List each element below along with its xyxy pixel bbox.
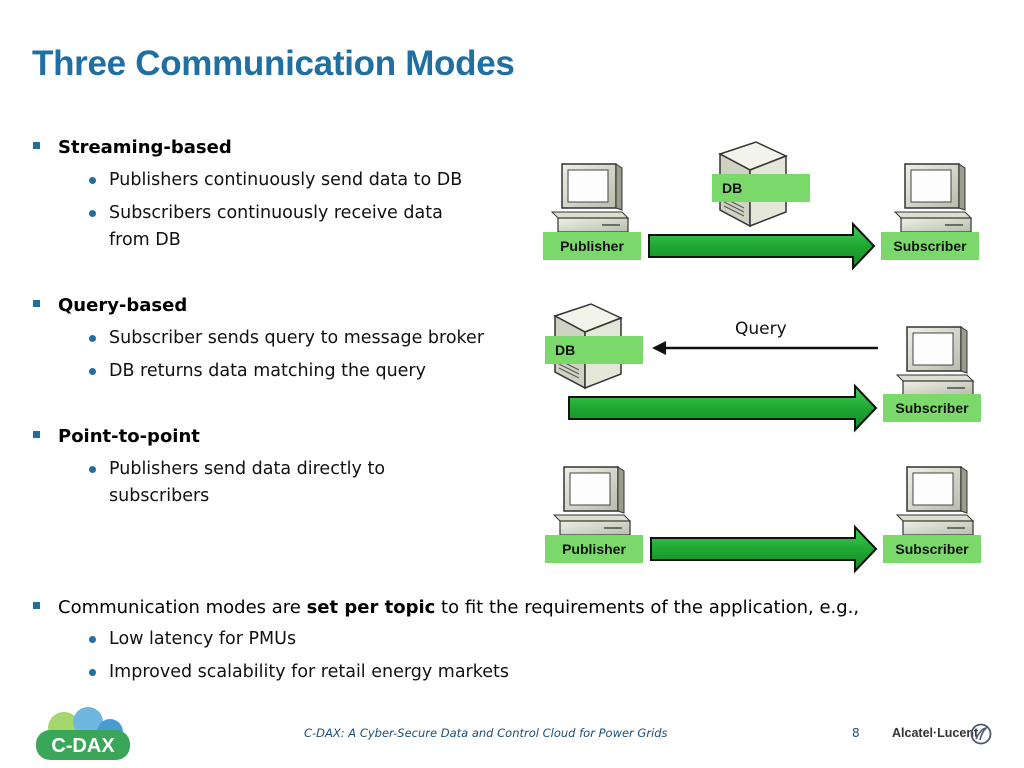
query-arrow (652, 341, 878, 355)
mode-heading-streaming: Streaming-based (58, 137, 232, 158)
page-number: 8 (852, 726, 860, 740)
cdax-logo: C-DAX (36, 707, 130, 760)
db-label: DB (545, 336, 643, 364)
summary-item: Low latency for PMUs (109, 629, 297, 649)
mode-item-continuation: subscribers (109, 486, 210, 506)
publisher-label: Publisher (545, 535, 643, 563)
mode-heading-p2p: Point-to-point (58, 426, 200, 447)
db-label: DB (712, 174, 810, 202)
mode-item: Subscriber sends query to message broker (109, 328, 485, 348)
data-flow-arrow (650, 524, 878, 574)
bullet-dot (89, 669, 96, 676)
summary-emphasis: set per topic (306, 597, 436, 618)
bullet-square (33, 142, 40, 149)
mode-item: Subscribers continuously receive data (109, 203, 443, 223)
mode-item: DB returns data matching the query (109, 361, 426, 381)
bullet-dot (89, 177, 96, 184)
data-flow-arrow (568, 383, 878, 433)
summary-text: to fit the requirements of the applicati… (435, 597, 860, 618)
bullet-square (33, 431, 40, 438)
bullet-dot (89, 335, 96, 342)
footer-caption: C-DAX: A Cyber-Secure Data and Control C… (304, 726, 668, 740)
bullet-dot (89, 210, 96, 217)
publisher-label: Publisher (543, 232, 641, 260)
bullet-square (33, 300, 40, 307)
data-flow-arrow (648, 221, 876, 271)
mode-item: Publishers send data directly to (109, 459, 386, 479)
logo-text: C-DAX (51, 735, 115, 757)
query-label: Query (735, 319, 787, 339)
bullet-dot (89, 636, 96, 643)
subscriber-label: Subscriber (883, 535, 981, 563)
slide-title: Three Communication Modes (32, 44, 515, 83)
bullet-dot (89, 466, 96, 473)
bullet-square (33, 602, 40, 609)
brand-text: Alcatel·Lucent (892, 726, 979, 740)
bullet-dot (89, 368, 96, 375)
summary-text: Communication modes are (58, 597, 307, 618)
mode-item-continuation: from DB (109, 230, 181, 250)
mode-heading-query: Query-based (58, 295, 188, 316)
summary-item: Improved scalability for retail energy m… (109, 662, 509, 682)
alcatel-lucent-logo-icon (970, 723, 992, 745)
mode-item: Publishers continuously send data to DB (109, 170, 463, 190)
subscriber-label: Subscriber (881, 232, 979, 260)
subscriber-label: Subscriber (883, 394, 981, 422)
alcatel-lucent-brand: Alcatel·Lucent (892, 726, 978, 740)
summary-line: Communication modes are set per topic to… (58, 595, 859, 621)
